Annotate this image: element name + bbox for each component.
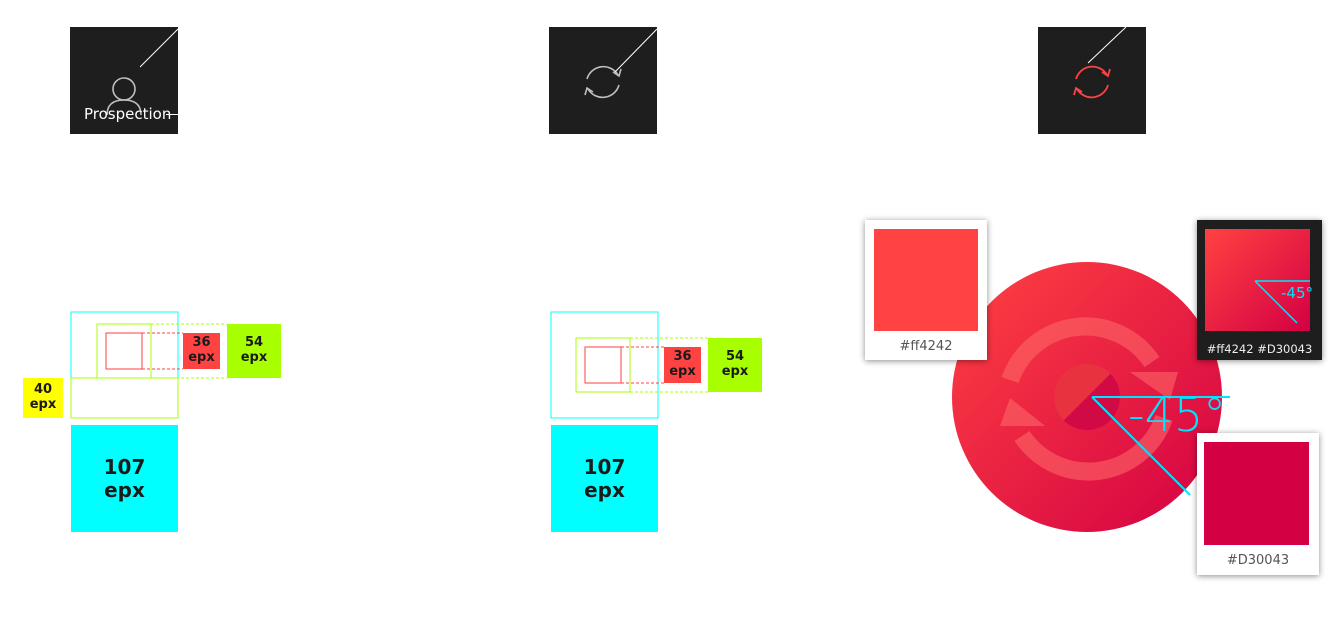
swatch-label: #D30043 xyxy=(1226,553,1290,568)
inner-circle xyxy=(1054,364,1120,430)
swatch-card-gradient: -45° #ff4242 #D30043 xyxy=(1197,220,1322,360)
tile-label: Prospection xyxy=(84,105,172,123)
swatch-card-dark-red: #D30043 xyxy=(1197,433,1319,575)
sync-icon-red xyxy=(1073,26,1127,99)
hit-area-outline xyxy=(575,337,631,393)
swatch-label: #ff4242 xyxy=(899,339,953,354)
angle-guide xyxy=(1254,280,1310,324)
person-tile: Prospection xyxy=(70,27,179,134)
swatch-dark-red xyxy=(1204,442,1309,545)
swatch-gradient xyxy=(1205,229,1310,331)
label-leader-line xyxy=(166,114,178,115)
person-icon xyxy=(106,28,179,116)
sync-icon xyxy=(584,28,658,99)
large-angle-label: -45° xyxy=(1128,388,1227,442)
hit-area-outline xyxy=(96,323,152,379)
angle-label: -45° xyxy=(1281,284,1313,302)
sync-icon-large xyxy=(1001,317,1173,481)
swatch-label: #ff4242 #D30043 xyxy=(1206,342,1313,356)
icon-outline xyxy=(584,346,622,384)
sync-tile-gray xyxy=(549,27,658,134)
swatch-light-red xyxy=(874,229,978,331)
tile-outline xyxy=(550,311,659,419)
swatch-card-light-red: #ff4242 xyxy=(865,220,987,360)
icon-outline xyxy=(105,332,143,370)
sync-tile-red xyxy=(1038,26,1146,134)
